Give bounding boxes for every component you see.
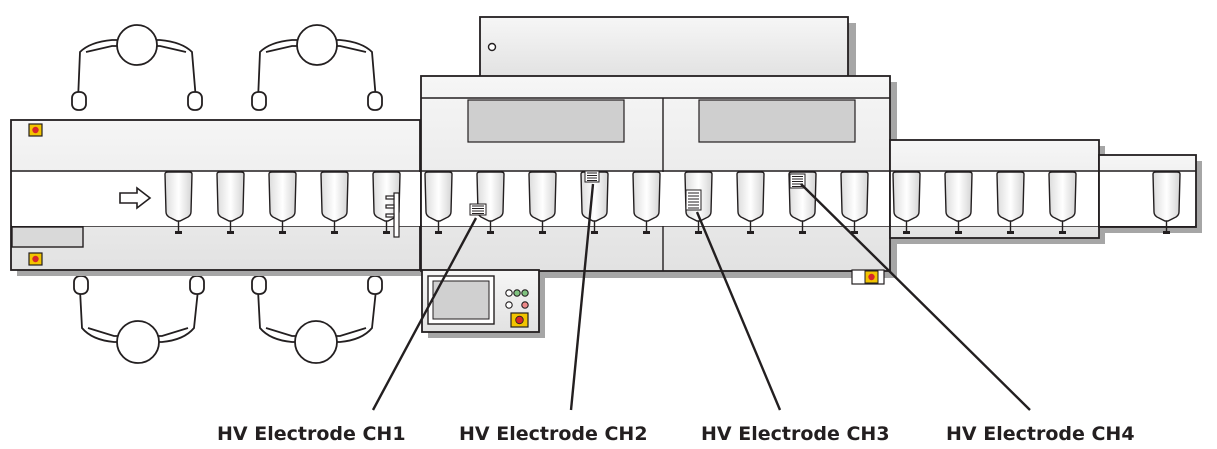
operator-chair: [251, 275, 383, 364]
operator-chair: [73, 275, 205, 364]
indicator-lamp: [513, 289, 521, 297]
operator-chairs-bottom: [73, 275, 383, 364]
guide-rail: [385, 192, 400, 238]
flow-direction-arrow-icon: [119, 186, 152, 210]
label-hv-electrode-ch2: HV Electrode CH2: [459, 423, 648, 445]
callout-ch3: HV Electrode CH3: [695, 211, 890, 445]
callout-leader-line: [800, 183, 1031, 411]
indicator-lamp: [505, 289, 513, 297]
label-hv-electrode-ch1: HV Electrode CH1: [217, 423, 406, 445]
label-hv-electrode-ch3: HV Electrode CH3: [701, 423, 890, 445]
outfeed-conveyor: [1098, 154, 1202, 233]
callout-ch4: HV Electrode CH4: [800, 183, 1135, 445]
hv-electrode-ch3: [685, 189, 702, 211]
operator-chair: [251, 24, 383, 111]
stop-icon[interactable]: [28, 252, 43, 266]
indicator-lamp: [505, 301, 513, 309]
hv-electrode-ch1: [469, 203, 487, 216]
label-hv-electrode-ch4: HV Electrode CH4: [946, 423, 1135, 445]
indicator-lamp: [521, 301, 529, 309]
operator-chairs-top: [71, 24, 383, 111]
stop-icon[interactable]: [851, 269, 885, 285]
hv-electrode-ch2: [584, 170, 600, 183]
callout-leader-line: [695, 211, 782, 411]
stop-icon[interactable]: [28, 123, 43, 137]
operator-chair: [71, 24, 203, 111]
top-hood: [479, 16, 856, 83]
stop-icon[interactable]: [510, 312, 529, 328]
control-panel: [421, 269, 545, 338]
callout-ch1: HV Electrode CH1: [217, 217, 478, 445]
callout-leader-line: [569, 183, 595, 411]
callout-leader-line: [371, 217, 478, 411]
indicator-lamp: [521, 289, 529, 297]
callouts: HV Electrode CH1 HV Electrode CH2 HV Ele…: [217, 183, 1135, 445]
callout-ch2: HV Electrode CH2: [459, 183, 648, 445]
hv-electrodes: [469, 170, 806, 216]
